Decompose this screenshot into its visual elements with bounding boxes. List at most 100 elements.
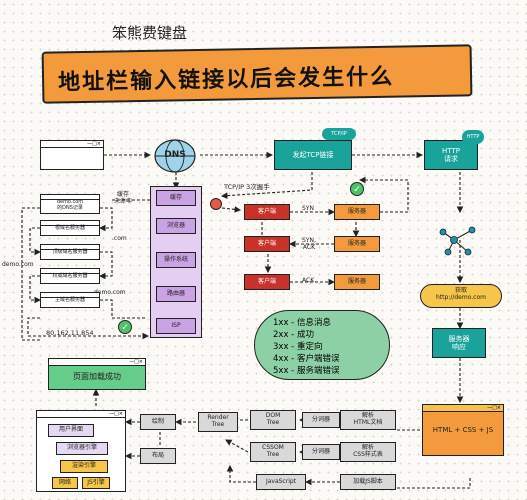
client-label: 客户端	[257, 239, 276, 247]
ip-address: 80.162.11.854	[46, 329, 94, 337]
dns-record-box: demo.com 的DNS记录	[40, 194, 100, 214]
window-bar: —□×	[49, 359, 145, 366]
demo-url-label: DEMO.COM	[52, 152, 92, 160]
syn-label: SYN	[302, 205, 314, 212]
fetch-cloud: 获取 http://demo.com	[420, 284, 502, 308]
layer-label: 网络	[58, 478, 71, 486]
javascript-label: JavaScript	[265, 477, 297, 485]
cache-step-label: ISP	[171, 321, 181, 329]
dns-globe-icon: DNS	[152, 138, 198, 174]
dot-com-label: .com	[112, 235, 127, 242]
domain-label: demo.com	[2, 261, 34, 268]
page-loaded-label: 页面加载成功	[73, 372, 121, 381]
tokenizer-box-1: 分词器	[302, 412, 340, 428]
tcp-tag: TCP/IP	[322, 128, 356, 140]
paint-label: 绘制	[151, 417, 164, 425]
layout-box: 布局	[140, 448, 176, 464]
http-request-label: HTTP 请求	[442, 146, 460, 163]
load-js-label: 加载JS脚本	[353, 477, 383, 485]
page-title: 地址栏输入链接以后会发生什么	[57, 64, 395, 96]
domain-label-2: demo.com	[94, 289, 126, 296]
dns-record-label: demo.com 的DNS记录	[56, 199, 84, 211]
layer-ui: 用户界面	[48, 424, 94, 437]
client-box-3: 客户端	[244, 274, 290, 290]
cache-step-browser: 浏览器	[156, 218, 196, 234]
tokenizer-label: 分词器	[311, 447, 330, 455]
page-loaded-window: —□× 页面加载成功	[48, 358, 146, 390]
cache-step-cache: 缓存	[156, 190, 196, 206]
server-response-box: 服务器 响应	[432, 328, 486, 358]
status-codes-cloud: 1xx - 信息消息 2xx - 成功 3xx - 重定向 4xx - 客户端错…	[254, 310, 390, 380]
handshake-note: TCP/IP 3次握手	[224, 183, 270, 191]
layer-label: 渲染引擎	[71, 462, 96, 470]
status-code-5xx: 5xx - 服务端错误	[273, 366, 340, 376]
dns-cache-note: 缓存 未命中	[114, 191, 133, 205]
server-response-label: 服务器 响应	[448, 334, 470, 351]
layer-render-engine: 渲染引擎	[60, 460, 108, 473]
ip-badge-icon	[210, 198, 222, 210]
cache-step-label: 路由器	[166, 289, 185, 297]
client-box-2: 客户端	[244, 236, 290, 252]
layer-label: 用户界面	[58, 426, 83, 434]
cache-step-router: 路由器	[156, 286, 196, 302]
main-server-label: 主域名服务器	[54, 297, 85, 303]
status-code-3xx: 3xx - 重定向	[273, 342, 323, 352]
check-icon: ✓	[118, 320, 132, 334]
cache-step-label: 操作系统	[163, 255, 188, 263]
title-banner: 地址栏输入链接以后会发生什么	[41, 44, 473, 104]
parse-html-box: 解析 HTML文档	[340, 410, 396, 430]
fetch-label: 获取 http://demo.com	[435, 287, 486, 301]
server-label: 服务器	[347, 239, 366, 247]
paint-box: 绘制	[140, 414, 176, 430]
server-box-1: 服务器	[334, 204, 380, 220]
dom-tree-box: DOM Tree	[250, 410, 296, 430]
cache-step-os: 操作系统	[156, 252, 196, 268]
render-tree-box: Render Tree	[198, 412, 238, 432]
cache-step-label: 缓存	[169, 193, 182, 201]
layer-js-engine: JS引擎	[82, 477, 110, 489]
tcp-connect-box: 发起TCP链接	[274, 140, 352, 170]
ack-label: ACK	[302, 277, 315, 284]
server-label: 服务器	[347, 277, 366, 285]
parse-css-box: 解析 CSS样式表	[340, 442, 396, 462]
render-tree-label: Render Tree	[207, 414, 229, 428]
dom-tree-label: DOM Tree	[265, 412, 281, 426]
html-css-js-window: —□× HTML + CSS + JS	[422, 404, 504, 456]
tcp-connect-label: 发起TCP链接	[292, 150, 334, 159]
window-bar: —□×	[41, 141, 103, 148]
load-js-box: 加载JS脚本	[340, 474, 396, 490]
cssom-tree-box: CSSOM Tree	[250, 442, 296, 462]
html-css-js-label: HTML + CSS + JS	[432, 426, 494, 434]
server-box-3: 服务器	[334, 274, 380, 290]
client-label: 客户端	[257, 207, 276, 215]
cache-step-isp: ISP	[156, 318, 196, 334]
window-bar: —□×	[423, 405, 503, 412]
tld-server-box: 顶级域名服务器	[40, 244, 100, 260]
parse-css-label: 解析 CSS样式表	[353, 444, 383, 458]
auth-server-box: 权威域名服务器	[40, 268, 100, 284]
http-request-box: HTTP 请求	[424, 140, 478, 170]
server-box-2: 服务器	[334, 236, 380, 252]
cssom-tree-label: CSSOM Tree	[262, 444, 284, 458]
main-server-box: 主域名服务器	[40, 292, 100, 308]
server-label: 服务器	[347, 207, 366, 215]
root-server-label: 根域名服务器	[54, 225, 85, 231]
demo-url-box: —□× DEMO.COM	[40, 140, 104, 170]
tokenizer-label: 分词器	[311, 415, 330, 423]
globe-icon	[154, 139, 196, 173]
layer-browser-engine: 浏览器引擎	[56, 442, 108, 455]
tokenizer-box-2: 分词器	[302, 444, 340, 460]
layer-network: 网络	[52, 477, 78, 489]
javascript-box: JavaScript	[256, 474, 306, 490]
parse-html-label: 解析 HTML文档	[353, 412, 383, 426]
http-tag: HTTP	[462, 130, 484, 144]
client-label: 客户端	[257, 277, 276, 285]
window-bar: —□×	[37, 411, 125, 418]
synack-label: SYN, ACK	[302, 237, 316, 251]
layer-label: JS引擎	[87, 478, 105, 486]
status-code-4xx: 4xx - 客户端错误	[273, 354, 340, 364]
auth-server-label: 权威域名服务器	[52, 273, 88, 279]
layout-label: 布局	[151, 451, 164, 459]
